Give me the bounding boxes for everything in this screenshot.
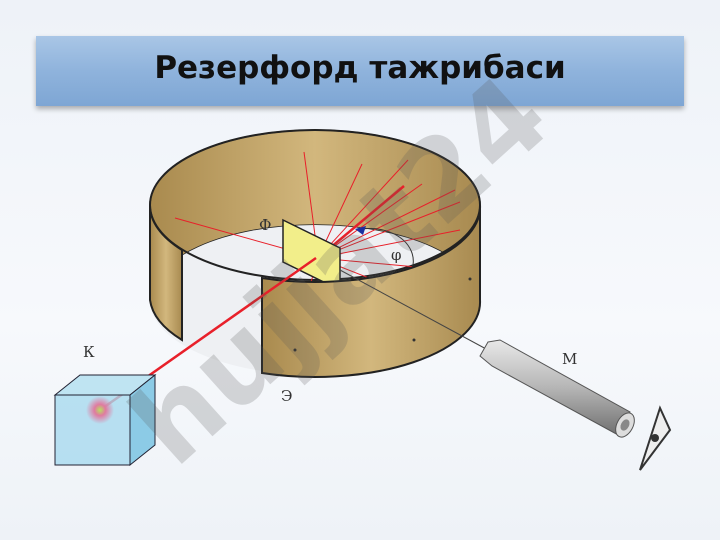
label-screen: Э (281, 387, 292, 405)
front-wall-left (148, 204, 183, 342)
label-foil: Ф (259, 216, 271, 234)
source-box (53, 373, 157, 467)
title-banner: Резерфорд тажрибаси (36, 36, 684, 106)
label-microscope: М (562, 350, 577, 368)
eye-icon (639, 405, 672, 471)
microscope (339, 269, 635, 438)
label-angle: φ (391, 246, 402, 264)
slide-title: Резерфорд тажрибаси (154, 50, 566, 86)
label-source: К (83, 343, 95, 361)
front-wall-right (261, 204, 482, 378)
